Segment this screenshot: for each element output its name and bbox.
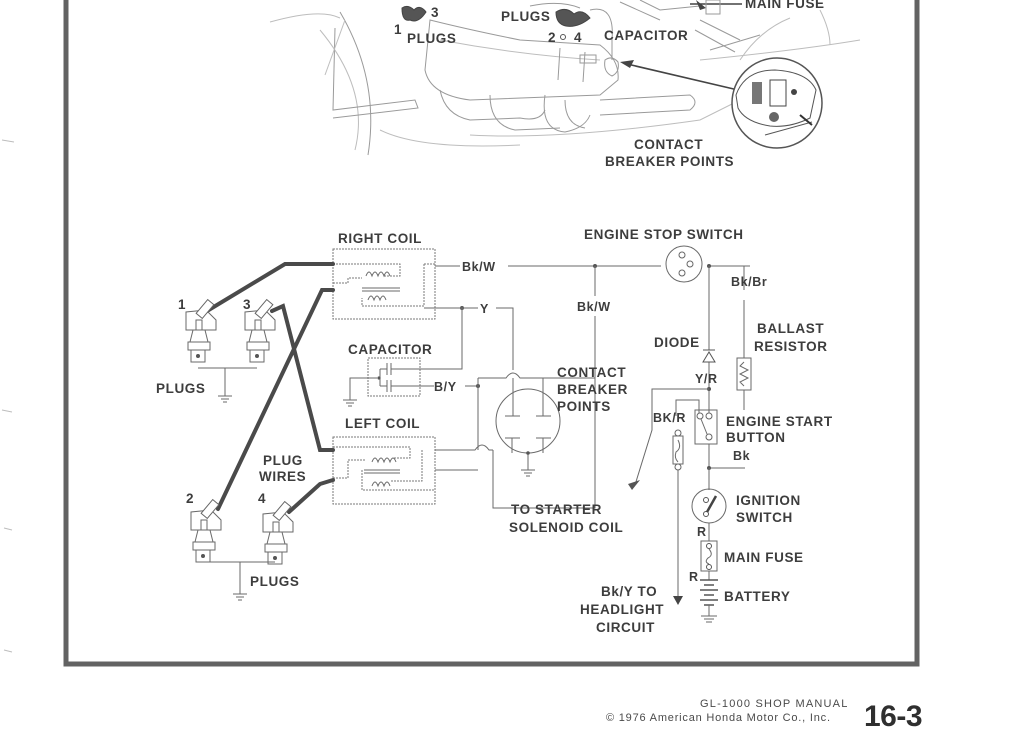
main-fuse-label: MAIN FUSE: [724, 550, 804, 565]
illus-breaker-points-label: BREAKER POINTS: [605, 154, 734, 169]
plug-wire-1: [205, 262, 335, 313]
wire-label-bk: Bk: [733, 449, 750, 463]
ignition-switch: IGNITION SWITCH: [691, 468, 801, 525]
plug-number-1: 1: [178, 297, 186, 312]
illus-plug-num-4: 4: [574, 30, 582, 45]
wire-label-bk-br: Bk/Br: [731, 275, 767, 289]
right-coil: RIGHT COIL: [332, 231, 436, 320]
engine-start-label-1: ENGINE START: [726, 414, 833, 429]
illus-main-fuse-label: MAIN FUSE: [745, 0, 825, 11]
footer-manual-title: GL-1000 SHOP MANUAL: [700, 698, 849, 710]
engine-stop-switch: ENGINE STOP SWITCH: [584, 227, 744, 283]
headlight-label-2: HEADLIGHT: [580, 602, 664, 617]
plug-wire-3: [270, 303, 335, 452]
to-starter-label-2: SOLENOID COIL: [509, 520, 623, 535]
spark-plug-2: [190, 498, 222, 563]
plug-wire-4: [287, 478, 335, 514]
headlight-label-1: Bk/Y TO: [601, 584, 657, 599]
plug-wires-label-2: WIRES: [259, 469, 306, 484]
plug-ground-bus-top: [198, 367, 257, 396]
plug-number-3: 3: [243, 297, 251, 312]
illus-plugs-label-1-3: PLUGS: [407, 31, 457, 46]
plug-ground-bus-bottom: [203, 561, 275, 594]
spark-plug-3: [244, 298, 276, 363]
ballast-resistor: BALLAST RESISTOR: [736, 321, 828, 391]
footer-copyright: © 1976 American Honda Motor Co., Inc.: [606, 712, 831, 724]
contact-breaker-label-2: BREAKER: [557, 382, 628, 397]
plug-wire-2: [216, 288, 335, 511]
headlight-link: [672, 429, 684, 605]
capacitor: CAPACITOR: [343, 342, 434, 407]
plug-boot-sketch: [555, 8, 591, 27]
ignition-switch-label-1: IGNITION: [736, 493, 801, 508]
plugs-label-bottom: PLUGS: [250, 574, 300, 589]
wire-label-r-bottom: R: [689, 570, 699, 584]
wire-label-y: Y: [480, 302, 489, 316]
diode: DIODE: [654, 335, 716, 363]
page-number: 16-3: [864, 700, 923, 733]
motorcycle-illustration: 1 3 PLUGS PLUGS 2 4 CAPACITOR MAIN FUSE …: [269, 0, 861, 169]
wire-label-b-y: B/Y: [434, 380, 457, 394]
left-coil-label: LEFT COIL: [345, 416, 420, 431]
wire-label-y-r: Y/R: [695, 372, 718, 386]
to-starter-label-1: TO STARTER: [511, 502, 602, 517]
illus-plugs-label-2-4: PLUGS: [501, 9, 551, 24]
ground-symbol: [233, 593, 247, 601]
plugs-label-top: PLUGS: [156, 381, 206, 396]
plug-number-2: 2: [186, 491, 194, 506]
ballast-label-1: BALLAST: [757, 321, 824, 336]
headlight-label-3: CIRCUIT: [596, 620, 655, 635]
illus-plug-num-2: 2: [548, 30, 556, 45]
ignition-schematic: RIGHT COIL LEFT COIL: [156, 227, 833, 635]
main-fuse: MAIN FUSE: [700, 540, 804, 572]
illus-plug-num-1: 1: [394, 22, 402, 37]
wire-label-r-top: R: [697, 525, 707, 539]
illus-contact-label: CONTACT: [634, 137, 703, 152]
battery: BATTERY: [700, 579, 790, 623]
engine-stop-switch-label: ENGINE STOP SWITCH: [584, 227, 744, 242]
wire-label-bk-w-top: Bk/W: [462, 260, 496, 274]
callout-arrow: [626, 63, 739, 91]
engine-start-label-2: BUTTON: [726, 430, 786, 445]
ground-symbol: [218, 395, 232, 403]
illus-plug-num-3: 3: [431, 5, 439, 20]
contact-breaker-inset: [731, 57, 823, 149]
page-frame: [63, 0, 920, 667]
capacitor-label: CAPACITOR: [348, 342, 432, 357]
spark-plug-4: [262, 500, 294, 565]
wire-y: [424, 307, 514, 370]
battery-label: BATTERY: [724, 589, 790, 604]
illus-capacitor-label: CAPACITOR: [604, 28, 688, 43]
plug-boot-sketch: [401, 5, 427, 22]
contact-breaker-label-1: CONTACT: [557, 365, 626, 380]
right-coil-label: RIGHT COIL: [338, 231, 422, 246]
plug-number-4: 4: [258, 491, 266, 506]
wire-label-bk-w-mid: Bk/W: [577, 300, 611, 314]
engine-start-button: ENGINE START BUTTON: [675, 399, 833, 445]
margin-speck: [1, 139, 15, 653]
spark-plug-1: [185, 298, 217, 363]
diode-label: DIODE: [654, 335, 700, 350]
ballast-label-2: RESISTOR: [754, 339, 828, 354]
wire-label-bk-r: BK/R: [653, 411, 686, 425]
contact-breaker-points: [495, 378, 561, 477]
contact-breaker-label-3: POINTS: [557, 399, 611, 414]
plug-wires-label-1: PLUG: [263, 453, 303, 468]
left-coil: LEFT COIL: [332, 416, 436, 505]
ignition-switch-label-2: SWITCH: [736, 510, 793, 525]
